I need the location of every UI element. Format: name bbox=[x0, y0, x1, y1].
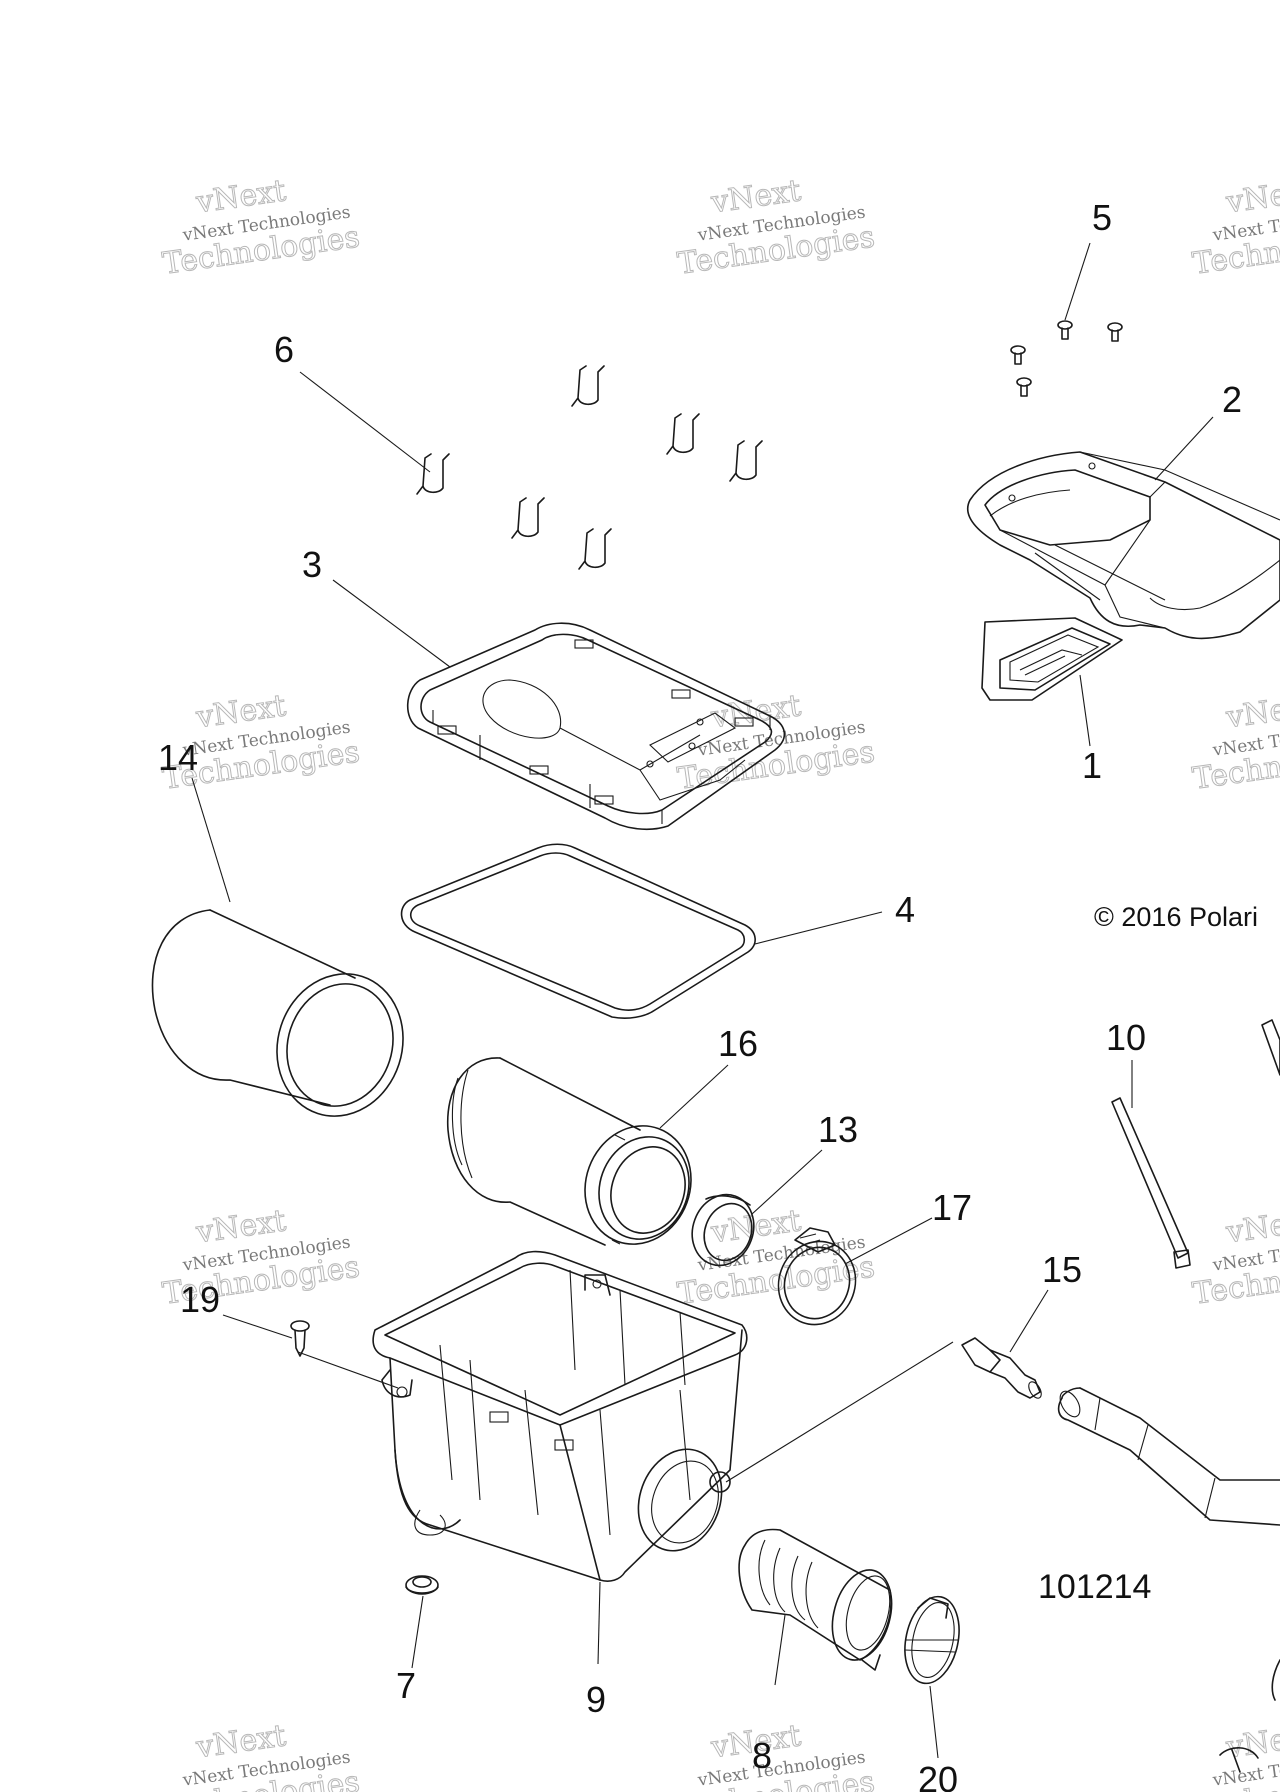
part-16-air-filter bbox=[446, 1057, 692, 1246]
callout-19: 19 bbox=[180, 1279, 220, 1320]
figure-number: 101214 bbox=[1038, 1568, 1151, 1606]
part-14-prefilter-sleeve bbox=[151, 909, 404, 1117]
callout-15: 15 bbox=[1042, 1249, 1082, 1290]
watermark-word-vnext: vNext bbox=[1223, 173, 1280, 220]
part-6-clips bbox=[416, 365, 763, 570]
callout-labels: 5 2 6 3 1 14 4 16 13 17 15 19 10 7 9 8 2… bbox=[158, 197, 1242, 1792]
part-4-seal bbox=[400, 843, 756, 1019]
part-9-airbox-housing bbox=[372, 1250, 748, 1582]
part-13-coupler bbox=[691, 1193, 755, 1267]
partial-part-right bbox=[1219, 1019, 1280, 1773]
callout-16: 16 bbox=[718, 1023, 758, 1064]
part-7-grommet bbox=[405, 1575, 439, 1595]
callout-8: 8 bbox=[752, 1735, 772, 1776]
part-19-screw bbox=[290, 1320, 310, 1357]
part-10-strap bbox=[1111, 1097, 1191, 1269]
callout-20: 20 bbox=[918, 1759, 958, 1792]
part-2-intake-duct bbox=[966, 451, 1280, 640]
part-1-flange-gasket bbox=[981, 617, 1123, 701]
partial-hose bbox=[1057, 1387, 1280, 1526]
callout-2: 2 bbox=[1222, 379, 1242, 420]
part-5-screws bbox=[1010, 320, 1123, 397]
watermark-word-vnext: vNext bbox=[1223, 1203, 1280, 1250]
part-3-airbox-cover bbox=[406, 622, 786, 831]
callout-4: 4 bbox=[895, 889, 915, 930]
callout-7: 7 bbox=[396, 1665, 416, 1706]
callout-5: 5 bbox=[1092, 197, 1112, 238]
callout-10: 10 bbox=[1106, 1017, 1146, 1058]
part-8-intake-boot bbox=[738, 1528, 893, 1671]
part-15-drain-valve bbox=[961, 1337, 1042, 1399]
callout-13: 13 bbox=[818, 1109, 858, 1150]
watermark-word-vnext: vNext bbox=[1223, 688, 1280, 735]
callout-3: 3 bbox=[302, 544, 322, 585]
callout-9: 9 bbox=[586, 1679, 606, 1720]
copyright-notice: © 2016 Polari bbox=[1094, 902, 1258, 932]
part-20-clamp bbox=[904, 1595, 960, 1685]
watermark-word-vnext: vNext bbox=[1223, 1718, 1280, 1765]
callout-1: 1 bbox=[1082, 745, 1102, 786]
callout-6: 6 bbox=[274, 329, 294, 370]
callout-14: 14 bbox=[158, 737, 198, 778]
leader-lines bbox=[191, 242, 1214, 1759]
callout-17: 17 bbox=[932, 1187, 972, 1228]
part-17-hose-clamp bbox=[777, 1227, 857, 1326]
